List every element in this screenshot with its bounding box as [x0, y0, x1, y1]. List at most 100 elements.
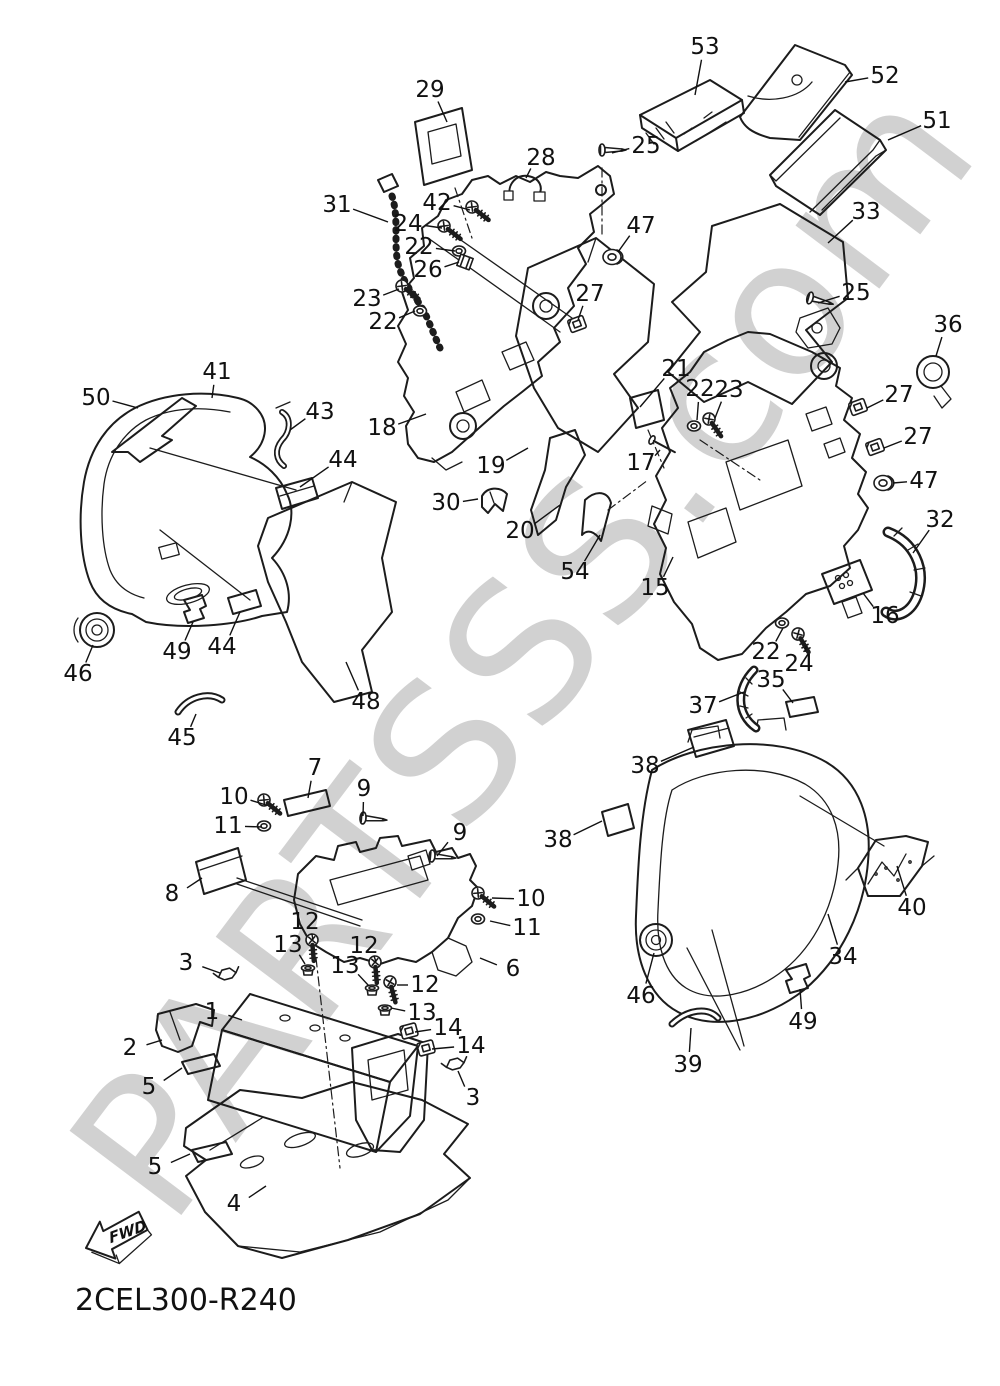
- callout-label-49: 49: [162, 639, 191, 665]
- callout-leader-25: [611, 147, 630, 154]
- clip-49b-shape: [785, 963, 811, 994]
- plate-8-shape: [195, 847, 247, 895]
- right-side-cover-shape: [634, 717, 885, 1051]
- inner-panel-15-shape: [647, 307, 869, 661]
- clip-49-shape: [183, 594, 207, 624]
- washer-fastener-icon: [256, 820, 272, 832]
- screw-fastener-icon: [702, 412, 724, 439]
- sheet-48-shape: [257, 481, 397, 703]
- callout-leader-54: [583, 534, 601, 562]
- callout-label-9: 9: [453, 820, 468, 846]
- clamp-30-shape: [481, 487, 508, 514]
- callout-leader-50: [112, 400, 139, 409]
- callout-leader-22: [775, 627, 784, 642]
- document-folder-shape: [769, 109, 887, 216]
- callout-leader-53: [694, 59, 703, 96]
- callout-label-22: 22: [751, 639, 780, 665]
- callout-leader-20: [533, 504, 561, 525]
- lock-36-shape: [916, 355, 952, 409]
- callout-label-12: 12: [349, 933, 378, 959]
- callout-leader-14: [431, 1046, 455, 1050]
- callout-label-32: 32: [925, 507, 954, 533]
- callout-label-27: 27: [884, 382, 913, 408]
- grommet-fastener-icon: [873, 474, 895, 492]
- callout-label-24: 24: [784, 651, 813, 677]
- callout-leader-16: [862, 592, 874, 608]
- emblem-40-shape: [845, 835, 935, 897]
- callout-label-51: 51: [922, 108, 951, 134]
- clipnut-fastener-icon: [399, 1022, 419, 1040]
- fwd-arrow: FWD: [85, 1210, 153, 1265]
- plate-29-shape: [414, 107, 473, 239]
- callout-leader-30: [462, 498, 479, 503]
- callout-label-44: 44: [207, 634, 236, 660]
- tool-pouch-shape: [739, 44, 853, 141]
- callout-leader-37: [718, 691, 745, 703]
- callout-label-18: 18: [367, 415, 396, 441]
- callout-leader-27: [577, 305, 584, 321]
- callout-leader-10: [491, 897, 515, 900]
- callout-leader-44: [299, 466, 330, 488]
- screw-fastener-icon: [465, 200, 491, 223]
- callout-label-53: 53: [690, 34, 719, 60]
- callout-label-8: 8: [165, 881, 180, 907]
- callout-leader-6: [479, 957, 498, 966]
- callout-label-33: 33: [851, 199, 880, 225]
- callout-leader-15: [662, 556, 674, 578]
- callout-label-24: 24: [393, 211, 422, 237]
- callout-leader-7: [307, 780, 312, 799]
- callout-label-52: 52: [870, 63, 899, 89]
- cap-fastener-icon: [300, 964, 316, 976]
- callout-label-41: 41: [202, 359, 231, 385]
- tray-bracket-6-shape: [236, 835, 479, 977]
- strip-45-shape: [174, 692, 226, 716]
- callout-label-13: 13: [407, 1000, 436, 1026]
- owners-manual-shape: [639, 79, 745, 152]
- callout-label-43: 43: [305, 399, 334, 425]
- clip26-fastener-icon: [456, 253, 474, 271]
- callout-label-22: 22: [685, 376, 714, 402]
- wingclip-fastener-icon: [440, 1055, 468, 1071]
- callout-label-27: 27: [903, 424, 932, 450]
- callout-label-42: 42: [422, 190, 451, 216]
- trim-38-shapes: [601, 719, 735, 837]
- screw-fastener-icon: [383, 975, 399, 1005]
- fasteners-layer: [212, 143, 895, 1071]
- callout-label-48: 48: [351, 689, 380, 715]
- cap-fastener-icon: [377, 1004, 393, 1016]
- clipnut-fastener-icon: [416, 1039, 436, 1057]
- callout-label-46: 46: [63, 661, 92, 687]
- callout-leader-22: [398, 310, 416, 319]
- callout-label-11: 11: [512, 915, 541, 941]
- callout-leader-33: [827, 219, 854, 244]
- battery-shape: [207, 957, 419, 1169]
- callout-leader-23: [382, 288, 400, 296]
- callout-leader-19: [505, 447, 529, 461]
- callout-leader-13: [298, 954, 306, 965]
- callout-leader-24: [424, 224, 443, 229]
- strap-32-shape: [880, 526, 926, 621]
- callout-label-3: 3: [466, 1085, 481, 1111]
- callout-label-54: 54: [560, 559, 589, 585]
- callout-label-20: 20: [505, 518, 534, 544]
- callout-label-13: 13: [330, 953, 359, 979]
- callout-leader-18: [397, 413, 427, 425]
- callout-label-35: 35: [756, 667, 785, 693]
- callout-label-26: 26: [413, 257, 442, 283]
- callout-label-1: 1: [205, 999, 220, 1025]
- callout-leader-49: [184, 621, 194, 641]
- callout-leader-5: [163, 1067, 183, 1082]
- callout-leader-25: [817, 295, 840, 304]
- callout-leader-31: [352, 208, 389, 223]
- washer-fastener-icon: [412, 305, 428, 317]
- callout-leader-52: [844, 77, 869, 83]
- callout-label-5: 5: [142, 1074, 157, 1100]
- callout-label-16: 16: [870, 603, 899, 629]
- callout-leader-41: [211, 384, 215, 399]
- strip-50-shape: [111, 397, 197, 463]
- callout-label-29: 29: [415, 77, 444, 103]
- strip-5-shapes: [181, 1053, 233, 1163]
- callout-label-17: 17: [626, 450, 655, 476]
- callout-leader-27: [866, 399, 884, 409]
